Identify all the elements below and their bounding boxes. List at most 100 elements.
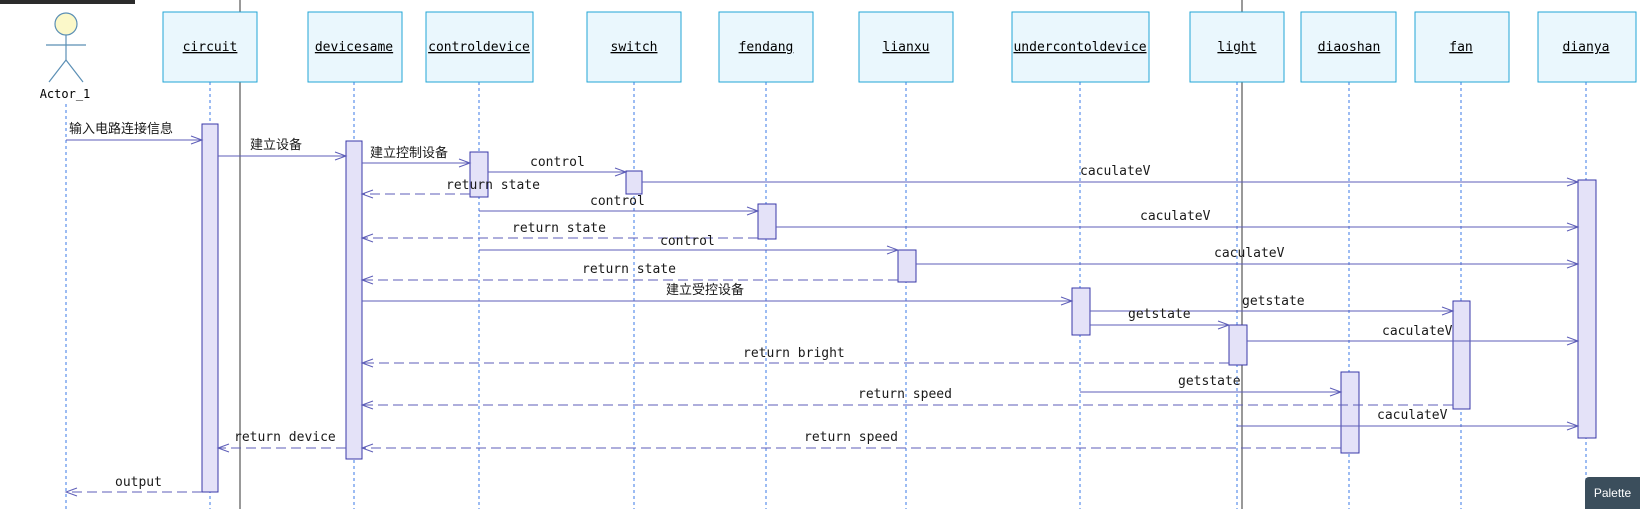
participant-label: light [1217,40,1256,55]
arrowhead [190,135,204,145]
participant-heads: circuit devicesame controldevice switch fend… [162,11,1637,83]
arrowhead [360,358,374,368]
message-14[interactable]: getstate [1090,294,1455,316]
message-label: caculateV [1377,408,1448,423]
activation-controldevice [469,151,489,198]
participant-box[interactable] [718,11,814,83]
message-label: caculateV [1382,324,1453,339]
arrowhead [614,167,628,177]
participant-box[interactable] [1011,11,1150,83]
message-label: caculateV [1080,164,1151,179]
message-label: 输入电路连接信息 [69,121,173,137]
arrowhead [360,443,374,453]
participant-label: switch [611,40,658,55]
message-9[interactable]: return state [360,221,758,243]
participant-box[interactable] [307,11,403,83]
participant-fan[interactable]: fan [1414,11,1510,83]
actor[interactable]: Actor_1 [40,12,91,101]
participant-devicesame[interactable]: devicesame [307,11,403,83]
participant-label: lianxu [883,40,930,55]
participant-dianya[interactable]: dianya [1537,11,1637,83]
message-label: return bright [743,346,845,361]
participant-box[interactable] [1300,11,1397,83]
participant-fendang[interactable]: fendang [718,11,814,83]
message-label: 建立控制设备 [370,145,448,161]
message-21[interactable]: return device [216,430,346,453]
arrowhead [64,487,78,497]
participant-circuit[interactable]: circuit [162,11,258,83]
participant-label: fendang [739,40,794,55]
participant-box[interactable] [858,11,954,83]
message-label: caculateV [1140,209,1211,224]
arrowhead [334,151,348,161]
message-3[interactable]: 建立控制设备 [362,145,472,168]
participant-diaoshan[interactable]: diaoshan [1300,11,1397,83]
arrowhead [1566,177,1580,187]
message-18[interactable]: getstate [1080,374,1343,397]
participant-undercontoldevice[interactable]: undercontoldevice [1011,11,1150,83]
arrowhead [1441,306,1455,316]
message-label: 建立设备 [250,137,302,153]
participant-box[interactable] [1189,11,1285,83]
participant-label: diaoshan [1318,40,1381,55]
activation-undercontoldevice [1071,287,1091,336]
message-12[interactable]: return state [360,262,898,285]
message-5[interactable]: caculateV [642,164,1580,187]
activation-light [1228,324,1248,366]
message-15[interactable]: getstate [1090,307,1231,330]
participant-lianxu[interactable]: lianxu [858,11,954,83]
arrowhead [458,158,472,168]
participant-box[interactable] [1414,11,1510,83]
message-17[interactable]: return bright [360,346,1229,368]
activation-circuit [201,123,219,493]
participant-box[interactable] [162,11,258,83]
palette-button[interactable]: Palette [1585,477,1640,509]
arrowhead [360,275,374,285]
participant-box[interactable] [1537,11,1637,83]
participant-switch[interactable]: switch [586,11,682,83]
participant-label: fan [1449,40,1472,55]
participant-controldevice[interactable]: controldevice [425,11,534,83]
message-1[interactable]: 输入电路连接信息 [66,121,204,145]
message-19[interactable]: return speed [360,387,1453,410]
activation-switch [625,170,643,195]
message-label: getstate [1242,294,1305,309]
activation-devicesame [345,140,363,460]
arrowhead [886,245,900,255]
activation-fan [1452,300,1471,410]
message-2[interactable]: 建立设备 [218,137,348,161]
message-13[interactable]: 建立受控设备 [362,282,1074,306]
participant-light[interactable]: light [1189,11,1285,83]
arrowhead [360,400,374,410]
message-7[interactable]: control [479,194,760,216]
participant-box[interactable] [586,11,682,83]
message-label: return speed [804,430,898,445]
arrowhead [1329,387,1343,397]
message-20[interactable]: caculateV [1237,408,1580,431]
arrowhead [360,233,374,243]
message-label: return device [234,430,336,445]
message-4[interactable]: control [488,155,628,177]
message-8[interactable]: caculateV [776,209,1580,232]
participant-label: devicesame [315,40,393,55]
arrowhead [1217,320,1231,330]
participant-box[interactable] [425,11,534,83]
arrowhead [1566,336,1580,346]
message-label: 建立受控设备 [666,282,744,298]
message-23[interactable]: output [64,475,202,497]
message-label: return state [446,178,540,193]
clipped-element [0,0,135,4]
arrowhead [1060,296,1074,306]
message-16[interactable]: caculateV [1247,324,1580,346]
message-label: return state [512,221,606,236]
message-10[interactable]: control [479,234,900,255]
message-label: return speed [858,387,952,402]
message-label: return state [582,262,676,277]
actor-leg-left [48,59,67,83]
actor-label: Actor_1 [40,87,91,101]
message-6[interactable]: return state [360,178,540,199]
activation-bars [201,123,1597,493]
message-22[interactable]: return speed [360,430,1341,453]
message-11[interactable]: caculateV [916,246,1580,269]
arrowhead [1566,259,1580,269]
